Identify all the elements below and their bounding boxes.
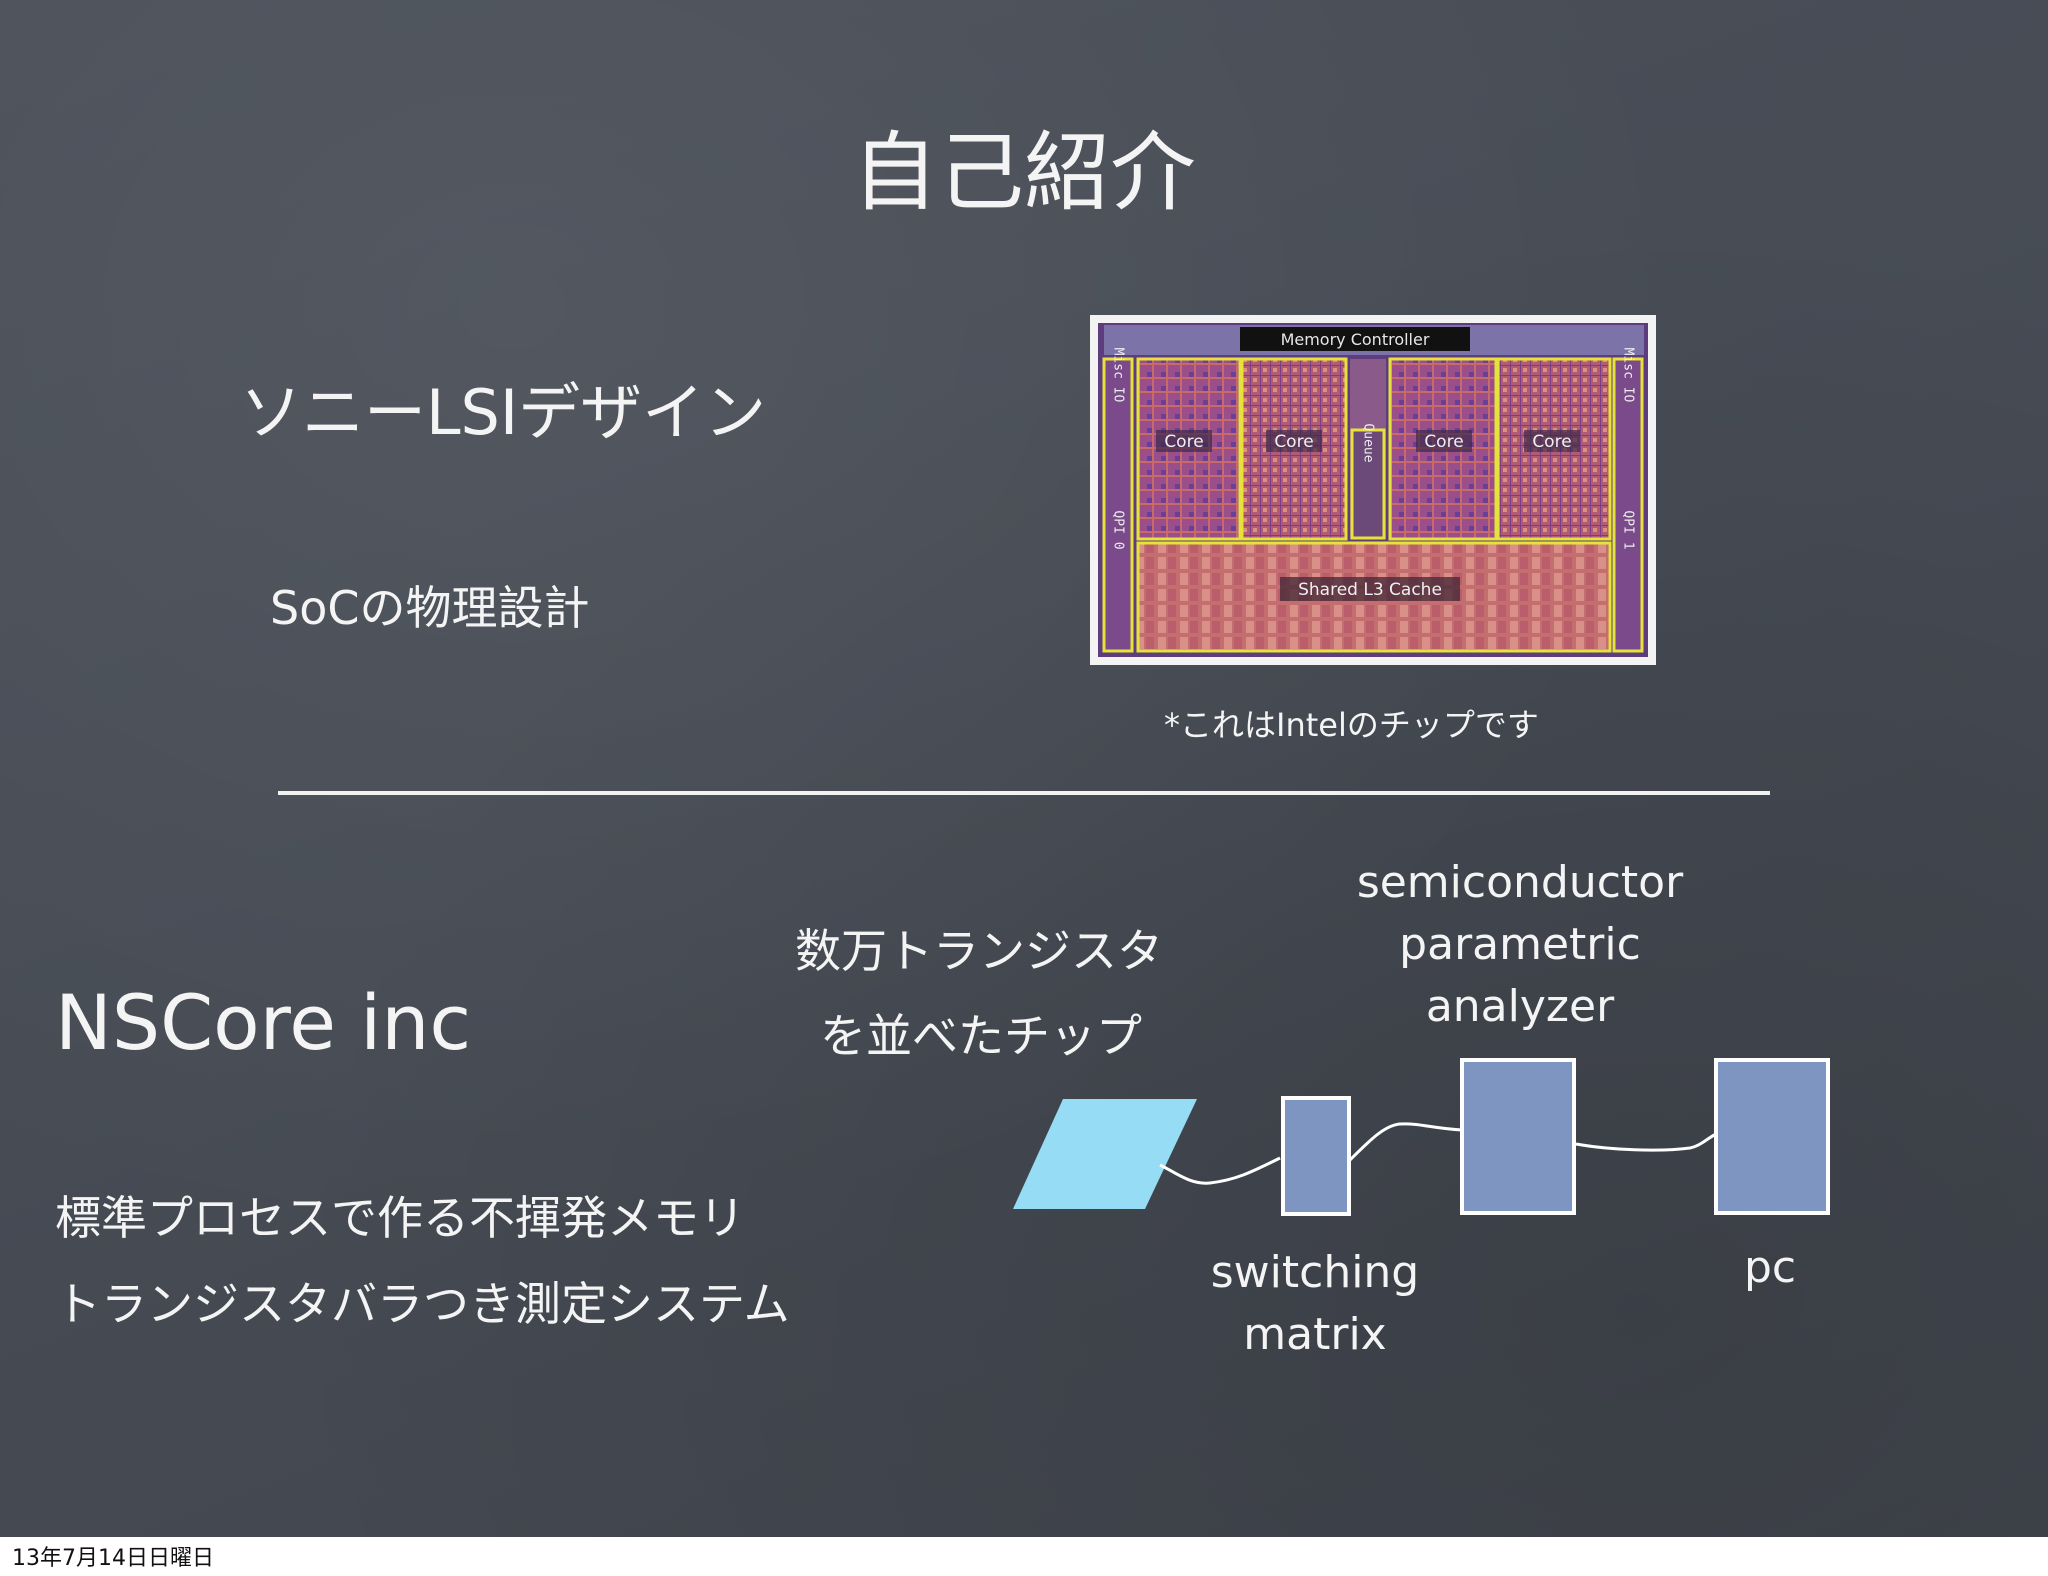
chip-wafer-shape bbox=[1013, 1099, 1197, 1209]
slide-title: 自己紹介 bbox=[852, 123, 1196, 223]
core-label-1: Core bbox=[1164, 432, 1203, 452]
section-divider bbox=[278, 791, 1770, 795]
memory-controller-label: Memory Controller bbox=[1281, 330, 1430, 349]
intel-die-image: Memory Controller Misc IO Misc IO QPI 0 … bbox=[1090, 315, 1656, 665]
chip-description-line1: 数万トランジスタ bbox=[795, 924, 1163, 978]
analyzer-box bbox=[1460, 1058, 1576, 1215]
misc-io-right-label: Misc IO bbox=[1621, 348, 1636, 403]
nscore-description-line2: トランジスタバラつき測定システム bbox=[55, 1277, 790, 1331]
company-nscore: NSCore inc bbox=[55, 978, 472, 1067]
queue-label: Queue bbox=[1361, 423, 1376, 462]
measurement-diagram bbox=[1013, 1058, 1830, 1216]
pc-box bbox=[1714, 1058, 1830, 1215]
company-sony-work: SoCの物理設計 bbox=[270, 581, 590, 635]
slide: 自己紹介 ソニーLSIデザイン SoCの物理設計 bbox=[0, 0, 2048, 1537]
core-label-4: Core bbox=[1532, 432, 1571, 452]
core-label-2: Core bbox=[1274, 432, 1313, 452]
switching-label-line2: matrix bbox=[1243, 1309, 1387, 1360]
qpi1-label: QPI 1 bbox=[1621, 510, 1636, 549]
footer-date: 13年7月14日日曜日 bbox=[12, 1546, 214, 1571]
wire-matrix-to-analyzer bbox=[1348, 1122, 1463, 1162]
wire-chip-to-matrix bbox=[1159, 1156, 1281, 1185]
analyzer-label-line2: parametric bbox=[1399, 919, 1641, 970]
misc-io-left-label: Misc IO bbox=[1111, 348, 1126, 403]
chip-description-line2: を並べたチップ bbox=[820, 1009, 1142, 1063]
switching-label-line1: switching bbox=[1210, 1247, 1420, 1298]
shared-cache-label: Shared L3 Cache bbox=[1298, 580, 1442, 600]
switching-matrix-box bbox=[1281, 1096, 1351, 1216]
analyzer-label-line3: analyzer bbox=[1425, 981, 1615, 1032]
company-sony-lsi: ソニーLSIデザイン bbox=[240, 376, 767, 449]
analyzer-label-line1: semiconductor bbox=[1356, 857, 1684, 908]
qpi0-label: QPI 0 bbox=[1111, 510, 1126, 549]
pc-label: pc bbox=[1743, 1242, 1797, 1293]
nscore-description-line1: 標準プロセスで作る不揮発メモリ bbox=[55, 1191, 745, 1245]
wire-analyzer-to-pc bbox=[1575, 1132, 1717, 1152]
chip-note: *これはIntelのチップです bbox=[1164, 706, 1539, 744]
analyzer-label: semiconductor parametric analyzer bbox=[1355, 852, 1685, 1038]
switching-matrix-label: switching matrix bbox=[1190, 1242, 1440, 1366]
core-label-3: Core bbox=[1424, 432, 1463, 452]
die-shot-svg: Memory Controller Misc IO Misc IO QPI 0 … bbox=[1098, 323, 1648, 657]
